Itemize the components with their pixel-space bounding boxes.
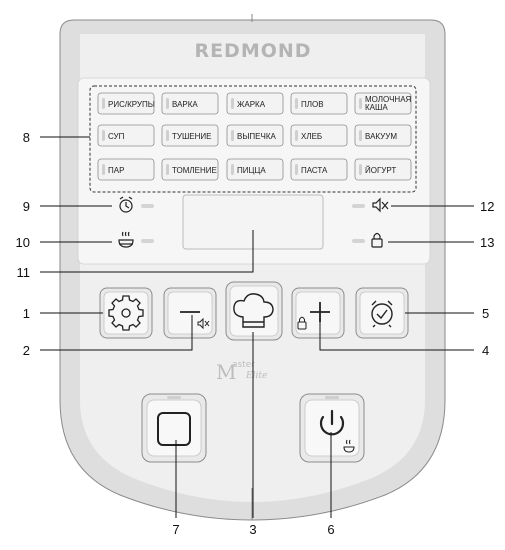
callout-1: 1 [23,306,30,321]
program-led [166,98,169,109]
program-led [231,164,234,175]
gear-icon [108,295,144,331]
program-button[interactable]: ПАР [97,158,155,181]
program-led [166,130,169,141]
speaker-mute-icon [197,317,210,330]
lock-icon [371,232,383,248]
callout-12: 12 [480,199,494,214]
brand-logo: REDMOND [194,40,311,62]
program-led [359,164,362,175]
menu-chef-button[interactable] [225,281,283,341]
program-button[interactable]: ЖАРКА [226,92,284,115]
led-warm [141,239,154,243]
lock-icon [297,316,307,330]
program-button[interactable]: ВАКУУМ [354,124,412,147]
program-button[interactable]: СУП [97,124,155,147]
svg-text:aster: aster [232,360,255,370]
program-label: СУП [108,132,125,141]
program-led [295,130,298,141]
program-button[interactable]: ТОМЛЕНИЕ [161,158,219,181]
callout-7: 7 [172,522,179,537]
master-elite-logo: M aster Elite [216,360,267,384]
program-label: РИС/КРУПЫ [108,100,155,109]
timer-button[interactable] [355,287,409,339]
minus-mute-button[interactable] [163,287,217,339]
program-label: ВАКУУМ [365,132,397,141]
power-button[interactable] [299,393,365,463]
program-led [102,130,105,141]
program-label: ПАСТА [301,166,328,175]
led-mute [352,204,365,208]
callout-lines [40,136,474,518]
program-label: ВАРКА [172,100,198,109]
program-label: ТУШЕНИЕ [172,132,212,141]
program-button[interactable]: ПАСТА [290,158,348,181]
led-lock [352,239,365,243]
program-led [231,98,234,109]
keep-warm-icon [118,231,134,248]
program-led [231,130,234,141]
program-label: ЖАРКА [237,100,266,109]
program-label: ПИЦЦА [237,166,266,175]
speaker-mute-icon [372,197,389,213]
program-led [295,164,298,175]
svg-text:M: M [216,360,236,384]
start-button[interactable] [141,393,207,463]
program-label: ТОМЛЕНИЕ [172,166,217,175]
alarm-clock-icon [119,196,133,213]
callout-3: 3 [249,522,256,537]
callout-2: 2 [23,343,30,358]
program-button[interactable]: ВЫПЕЧКА [226,124,284,147]
program-button[interactable]: РИС/КРУПЫ [97,92,155,115]
led-timer [141,204,154,208]
program-led [359,130,362,141]
square-stop-icon [157,412,191,446]
callout-13: 13 [480,235,494,250]
program-label: ПАР [108,166,124,175]
program-led [102,98,105,109]
callout-6: 6 [327,522,334,537]
program-label: ЙОГУРТ [365,166,396,175]
program-led [295,98,298,109]
program-button[interactable]: ХЛЕБ [290,124,348,147]
program-label: ПЛОВ [301,100,324,109]
plus-lock-button[interactable] [291,287,345,339]
led-start [167,396,181,399]
led-power [325,396,339,399]
program-led [166,164,169,175]
callout-8: 8 [23,130,30,145]
program-button[interactable]: ВАРКА [161,92,219,115]
callout-4: 4 [482,343,489,358]
settings-button[interactable] [99,287,153,339]
svg-text:Elite: Elite [245,371,267,381]
program-label: КАША [365,103,388,112]
program-led [359,98,362,109]
callout-5: 5 [482,306,489,321]
program-button[interactable]: ЙОГУРТ [354,158,412,181]
program-button[interactable]: ТУШЕНИЕ [161,124,219,147]
power-icon [319,409,345,436]
callout-11: 11 [17,265,31,280]
callout-9: 9 [23,199,30,214]
program-label: ВЫПЕЧКА [237,132,276,141]
program-label: ХЛЕБ [301,132,322,141]
program-label: МОЛОЧНАЯ [365,95,412,104]
program-led [102,164,105,175]
program-button[interactable]: ПЛОВ [290,92,348,115]
program-button[interactable]: ПИЦЦА [226,158,284,181]
alarm-clock-icon [371,300,393,328]
keep-warm-icon [343,439,355,453]
callout-10: 10 [16,235,30,250]
program-area-frame [89,85,417,193]
chef-hat-icon [233,293,274,328]
